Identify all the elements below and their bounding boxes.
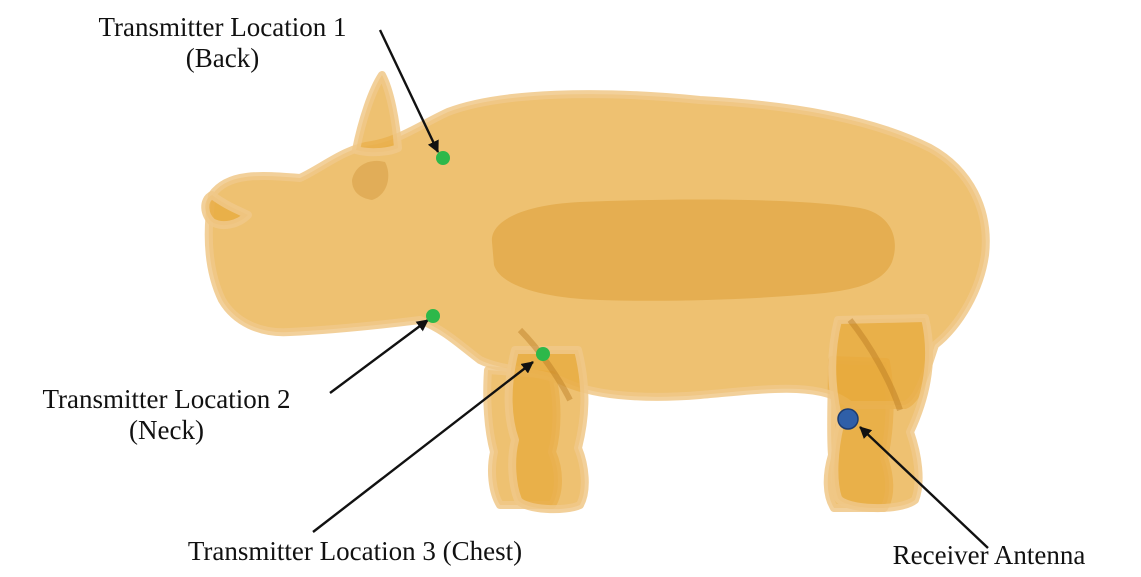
label-transmitter-2-site: (Neck)	[4, 415, 329, 446]
transmitter-marker-chest	[536, 347, 550, 361]
rhino-ear	[356, 75, 398, 152]
rhino-near-front-leg	[509, 350, 585, 509]
label-transmitter-3: Transmitter Location 3 (Chest)	[140, 536, 570, 567]
transmitter-marker-neck	[426, 309, 440, 323]
receiver-marker	[838, 409, 858, 429]
label-transmitter-1-site: (Back)	[60, 43, 385, 74]
label-transmitter-2-name: Transmitter Location 2	[4, 384, 329, 415]
label-receiver: Receiver Antenna	[858, 540, 1120, 571]
label-transmitter-3-text: Transmitter Location 3 (Chest)	[140, 536, 570, 567]
label-receiver-text: Receiver Antenna	[858, 540, 1120, 571]
label-transmitter-1-name: Transmitter Location 1	[60, 12, 385, 43]
label-transmitter-2: Transmitter Location 2 (Neck)	[4, 384, 329, 446]
transmitter-marker-back	[436, 151, 450, 165]
label-transmitter-1: Transmitter Location 1 (Back)	[60, 12, 385, 74]
rhino-stomach	[492, 200, 895, 301]
